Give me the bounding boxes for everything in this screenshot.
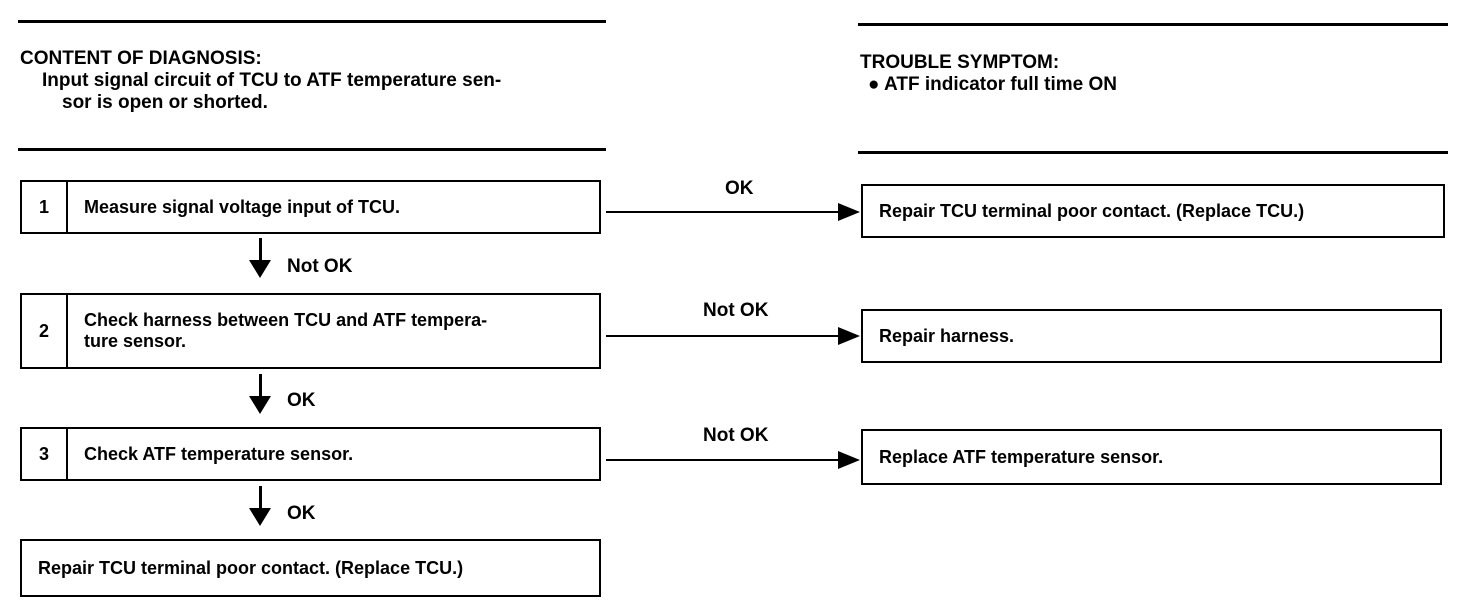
right-arrow-1-shaft — [606, 211, 840, 213]
step-box-1: 1 Measure signal voltage input of TCU. — [20, 180, 601, 234]
right-arrow-3-head — [838, 451, 860, 469]
down-label-1: Not OK — [287, 256, 353, 277]
right-arrow-1-head — [838, 203, 860, 221]
right-arrow-2-shaft — [606, 335, 840, 337]
down-arrow-1-head — [249, 260, 271, 278]
right-label-1: OK — [725, 178, 754, 199]
step-number: 3 — [22, 429, 68, 479]
step-text: Measure signal voltage input of TCU. — [84, 196, 401, 217]
left-top-rule — [18, 20, 606, 23]
final-box: Repair TCU terminal poor contact. (Repla… — [20, 539, 601, 597]
down-label-3: OK — [287, 503, 316, 524]
result-box-2: Repair harness. — [861, 309, 1442, 363]
down-arrow-2-shaft — [259, 374, 262, 398]
down-arrow-3-head — [249, 508, 271, 526]
trouble-symptom-title: TROUBLE SYMPTOM: — [860, 52, 1060, 73]
result-text: Repair TCU terminal poor contact. (Repla… — [879, 200, 1305, 221]
final-box-text: Repair TCU terminal poor contact. (Repla… — [38, 557, 464, 578]
down-arrow-1-shaft — [259, 238, 262, 262]
step-number: 1 — [22, 182, 68, 232]
down-arrow-3-shaft — [259, 486, 262, 510]
step-box-3: 3 Check ATF temperature sensor. — [20, 427, 601, 481]
result-box-3: Replace ATF temperature sensor. — [861, 429, 1442, 485]
result-box-1: Repair TCU terminal poor contact. (Repla… — [861, 184, 1445, 238]
step-text: Check harness between TCU and ATF temper… — [84, 295, 587, 367]
down-arrow-2-head — [249, 396, 271, 414]
content-of-diagnosis: CONTENT OF DIAGNOSIS: Input signal circu… — [20, 48, 610, 114]
right-top-rule — [858, 23, 1448, 26]
content-of-diagnosis-title: CONTENT OF DIAGNOSIS: — [20, 48, 262, 69]
result-text: Replace ATF temperature sensor. — [879, 446, 1164, 467]
right-arrow-2-head — [838, 327, 860, 345]
step-box-2: 2 Check harness between TCU and ATF temp… — [20, 293, 601, 369]
step-number: 2 — [22, 295, 68, 367]
right-bottom-rule — [858, 151, 1448, 154]
right-arrow-3-shaft — [606, 459, 840, 461]
step-text-content: Check harness between TCU and ATF temper… — [84, 310, 488, 351]
result-text: Repair harness. — [879, 325, 1015, 346]
trouble-symptom: TROUBLE SYMPTOM: ● ATF indicator full ti… — [860, 52, 1440, 96]
down-label-2: OK — [287, 390, 316, 411]
trouble-symptom-item: ● ATF indicator full time ON — [868, 74, 1117, 95]
right-label-3: Not OK — [703, 425, 769, 446]
step-text: Check ATF temperature sensor. — [84, 443, 354, 464]
content-of-diagnosis-line1: Input signal circuit of TCU to ATF tempe… — [42, 70, 502, 91]
right-label-2: Not OK — [703, 300, 769, 321]
left-bottom-rule — [18, 148, 606, 151]
content-of-diagnosis-line2: sor is open or shorted. — [62, 92, 268, 113]
